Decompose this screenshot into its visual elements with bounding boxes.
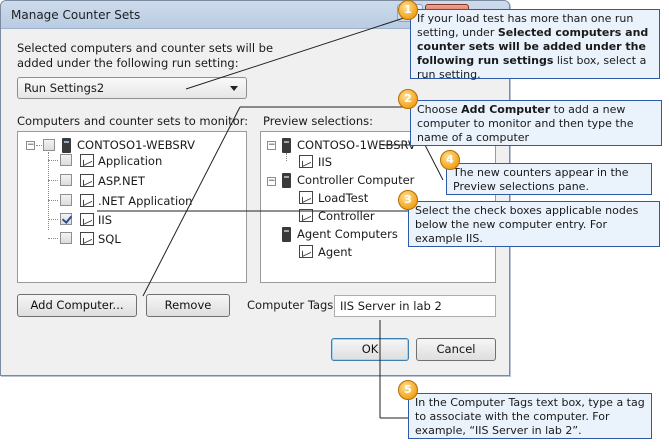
tree-item[interactable]: Application [18,152,246,170]
collapse-icon[interactable]: − [26,140,35,150]
counter-chart-icon [80,154,94,167]
preview-controller: Controller Computer [297,173,415,187]
computer-icon [282,173,291,188]
callout-badge-2: 2 [398,89,418,109]
preview-agent-item: Agent [318,245,353,259]
computer-tags-label: Computer Tags: [247,298,338,312]
tree-item-label: Application [98,154,163,168]
intro-text-line2: added under the following run setting: [17,56,239,70]
callout-2: Choose Add Computer to add a new compute… [410,100,662,146]
root-checkbox[interactable] [43,139,55,151]
tree-item-label: ASP.NET [98,174,145,188]
callout-3: Select the check boxes applicable nodes … [408,201,660,247]
run-settings-dropdown[interactable]: Run Settings2 [17,77,247,99]
callout-1: If your load test has more than one run … [410,9,660,81]
preview-controller-item: Controller [318,209,375,223]
preview-label: Preview selections: [263,114,373,128]
tree-root-computer[interactable]: CONTOSO1-WEBSRV [77,138,195,152]
counter-chart-icon [80,213,94,226]
chevron-down-icon [230,86,238,91]
callout-badge-4: 4 [440,150,460,170]
counter-chart-icon [80,194,94,207]
tree-item[interactable]: ASP.NET [18,172,246,190]
computer-tags-input[interactable]: IIS Server in lab 2 [334,295,496,317]
counter-chart-icon [299,209,313,222]
cancel-button[interactable]: Cancel [416,338,496,361]
dialog-title: Manage Counter Sets [11,8,141,22]
callout-badge-5: 5 [398,380,418,400]
tree-item[interactable]: .NET Application [18,192,246,210]
run-settings-selected: Run Settings2 [24,81,105,95]
counter-chart-icon [299,155,313,168]
tree-item-label: IIS [98,213,113,227]
computers-tree[interactable]: − CONTOSO1-WEBSRV Application ASP.NET .N… [17,131,247,283]
tree-item[interactable]: IIS [18,211,246,229]
tree-item-label: SQL [98,232,121,246]
counter-chart-icon [80,232,94,245]
computer-icon [282,138,291,153]
counter-chart-icon [80,174,94,187]
remove-button[interactable]: Remove [146,294,230,317]
collapse-icon[interactable]: − [267,176,276,186]
item-checkbox[interactable] [60,154,72,166]
computer-icon [282,227,291,242]
tree-item-label: .NET Application [98,194,193,208]
add-computer-button[interactable]: Add Computer... [17,294,137,317]
collapse-icon[interactable]: − [267,140,276,150]
item-checkbox-checked[interactable] [60,213,72,225]
callout-4: The new counters appear in the Preview s… [446,163,652,195]
counter-chart-icon [299,191,313,204]
computers-label: Computers and counter sets to monitor: [17,114,249,128]
callout-badge-1: 1 [398,0,418,20]
intro-text-line1: Selected computers and counter sets will… [17,41,274,55]
preview-controller-item: LoadTest [318,191,369,205]
item-checkbox[interactable] [60,174,72,186]
ok-button[interactable]: OK [331,338,409,361]
tree-item[interactable]: SQL [18,230,246,248]
callout-badge-3: 3 [398,190,418,210]
preview-computer: CONTOSO-1WEBSRV [297,138,416,152]
computer-icon [62,138,71,153]
item-checkbox[interactable] [60,232,72,244]
item-checkbox[interactable] [60,194,72,206]
counter-chart-icon [299,245,313,258]
preview-computer-item: IIS [318,155,333,169]
callout-5: In the Computer Tags text box, type a ta… [408,393,652,439]
preview-agents: Agent Computers [297,227,398,241]
